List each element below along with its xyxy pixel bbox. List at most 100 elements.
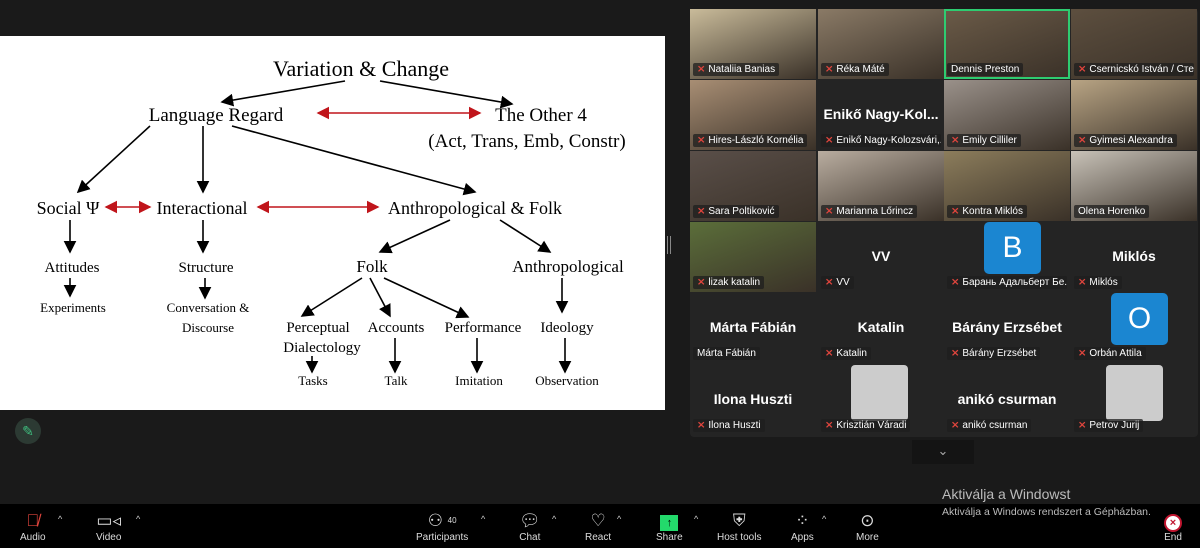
- participant-display-name: anikó csurman: [957, 391, 1057, 407]
- participant-tile[interactable]: Ilona Huszti⨯Ilona Huszti: [690, 365, 816, 435]
- participants-icon: ⚇ 40: [427, 511, 457, 530]
- video-button[interactable]: ▭◃Video: [96, 510, 121, 543]
- apps-button[interactable]: ⁘Apps: [791, 510, 814, 543]
- node-performance: Performance: [445, 320, 522, 336]
- participant-tile[interactable]: ⨯lizak katalin: [690, 222, 816, 292]
- mic-muted-icon: ⨯: [1078, 135, 1087, 146]
- share-options-caret[interactable]: ^: [694, 514, 699, 524]
- participant-display-name: Miklós: [1112, 248, 1156, 264]
- participant-tile[interactable]: ⨯Csernicskó István / Сте...: [1071, 9, 1197, 79]
- participant-tile[interactable]: B⨯Барань Адальберт Бе...: [944, 222, 1070, 292]
- end-button[interactable]: ×End: [1164, 510, 1182, 543]
- panel-resize-handle[interactable]: [667, 236, 671, 254]
- diagram: Variation & Change Language Regard The O…: [37, 56, 626, 388]
- participant-tile[interactable]: ⨯Marianna Lőrincz: [818, 151, 944, 221]
- participants-label: Participants: [416, 532, 469, 543]
- mic-muted-icon: ⨯: [825, 135, 834, 146]
- participant-tile[interactable]: Enikő Nagy-Kol...⨯Enikő Nagy-Kolozsvári,…: [818, 80, 944, 150]
- participant-display-name: VV: [871, 248, 891, 264]
- participant-name-label: ⨯Hires-László Kornélia: [693, 134, 808, 147]
- avatar: B: [984, 222, 1041, 274]
- profile-photo: [1106, 365, 1163, 421]
- participant-name: VV: [836, 277, 850, 288]
- node-dialectology: Dialectology: [283, 340, 361, 356]
- participant-tile[interactable]: ⨯Réka Máté: [818, 9, 944, 79]
- participant-name: Katalin: [836, 348, 867, 359]
- participant-display-name: Enikő Nagy-Kol...: [823, 106, 939, 122]
- shared-screen-slide: Variation & Change Language Regard The O…: [0, 36, 665, 410]
- participant-tile[interactable]: Katalin⨯Katalin: [818, 293, 944, 363]
- mic-muted-icon: ⨯: [1078, 420, 1087, 431]
- share-button[interactable]: ↑Share: [656, 510, 683, 543]
- watermark-title: Aktiválja a Windowst: [942, 486, 1071, 502]
- participant-name: Dennis Preston: [951, 64, 1020, 75]
- participant-tile[interactable]: ⨯Nataliia Banias: [690, 9, 816, 79]
- participant-name-label: ⨯Csernicskó István / Сте...: [1074, 63, 1194, 76]
- apps-label: Apps: [791, 532, 814, 543]
- participant-tile[interactable]: Miklós⨯Miklós: [1071, 222, 1197, 292]
- camera-icon: ▭◃: [96, 511, 121, 530]
- participant-tile[interactable]: Dennis Preston: [944, 9, 1070, 79]
- node-talk: Talk: [385, 373, 408, 388]
- audio-options-caret[interactable]: ^: [58, 514, 63, 524]
- node-interactional: Interactional: [157, 198, 248, 218]
- red-arrows: [104, 106, 482, 214]
- participant-tile[interactable]: O⨯Orbán Attila: [1071, 293, 1197, 363]
- participant-tile[interactable]: Bárány Erzsébet⨯Bárány Erzsébet: [944, 293, 1070, 363]
- annotate-pen-button[interactable]: ✎: [15, 418, 41, 444]
- mic-muted-icon: ⨯: [825, 348, 834, 359]
- participant-name: Hires-László Kornélia: [708, 135, 804, 146]
- participant-name-label: ⨯Emily Cilliler: [947, 134, 1021, 147]
- heart-icon: ♡: [590, 511, 606, 530]
- participant-name-label: ⨯Ilona Huszti: [693, 419, 765, 432]
- participant-tile[interactable]: ⨯Krisztián Váradi: [818, 365, 944, 435]
- chat-button[interactable]: 💬︎Chat: [519, 510, 541, 543]
- end-icon: ×: [1164, 514, 1182, 532]
- participant-name: Petrov Jurij: [1089, 420, 1140, 431]
- participant-name-label: ⨯anikó csurman: [947, 419, 1032, 432]
- node-accounts: Accounts: [368, 320, 425, 336]
- mic-muted-icon: ⨯: [825, 420, 834, 431]
- mic-muted-icon: ⨯: [951, 135, 960, 146]
- gallery-next-page-button[interactable]: ⌄: [912, 440, 974, 464]
- shield-icon: ⛨: [732, 511, 746, 530]
- node-ideology: Ideology: [540, 320, 594, 336]
- participant-gallery: ⨯Nataliia Banias ⨯Réka Máté Dennis Preston…: [690, 9, 1198, 437]
- more-button[interactable]: ⊙More: [856, 510, 879, 543]
- node-imitation: Imitation: [455, 373, 503, 388]
- mic-muted-icon: 🎙̸: [26, 511, 40, 530]
- node-observation: Observation: [535, 373, 599, 388]
- mic-muted-icon: ⨯: [697, 277, 706, 288]
- participants-button[interactable]: ⚇ 40 Participants: [416, 510, 468, 543]
- apps-options-caret[interactable]: ^: [822, 514, 827, 524]
- participant-name-label: ⨯Réka Máté: [821, 63, 889, 76]
- participant-tile[interactable]: ⨯Petrov Jurij: [1071, 365, 1197, 435]
- audio-button[interactable]: 🎙̸Audio: [20, 510, 46, 543]
- participant-display-name: Katalin: [857, 319, 905, 335]
- participant-tile[interactable]: ⨯Sara Poltiković: [690, 151, 816, 221]
- react-label: React: [585, 532, 612, 543]
- participant-tile[interactable]: ⨯Gyimesi Alexandra: [1071, 80, 1197, 150]
- participant-tile[interactable]: VV⨯VV: [818, 222, 944, 292]
- participant-name: Kontra Miklós: [962, 206, 1023, 217]
- participant-name-label: ⨯Marianna Lőrincz: [821, 205, 918, 218]
- chat-options-caret[interactable]: ^: [552, 514, 557, 524]
- participant-tile[interactable]: anikó csurman ⨯anikó csurman: [944, 365, 1070, 435]
- react-options-caret[interactable]: ^: [617, 514, 622, 524]
- chat-icon: 💬︎: [519, 511, 541, 530]
- participant-name-label: ⨯VV: [821, 276, 854, 289]
- node-experiments: Experiments: [40, 300, 106, 315]
- participant-tile[interactable]: ⨯Emily Cilliler: [944, 80, 1070, 150]
- participant-name-label: Olena Horenko: [1074, 205, 1150, 218]
- video-options-caret[interactable]: ^: [136, 514, 141, 524]
- participant-tile[interactable]: Olena Horenko: [1071, 151, 1197, 221]
- mic-muted-icon: ⨯: [825, 64, 834, 75]
- participant-name: Orbán Attila: [1089, 348, 1142, 359]
- mic-muted-icon: ⨯: [951, 206, 960, 217]
- participant-tile[interactable]: ⨯Kontra Miklós: [944, 151, 1070, 221]
- host-tools-button[interactable]: ⛨Host tools: [717, 510, 761, 543]
- participant-tile[interactable]: ⨯Hires-László Kornélia: [690, 80, 816, 150]
- react-button[interactable]: ♡ React: [585, 510, 611, 543]
- participants-options-caret[interactable]: ^: [481, 514, 486, 524]
